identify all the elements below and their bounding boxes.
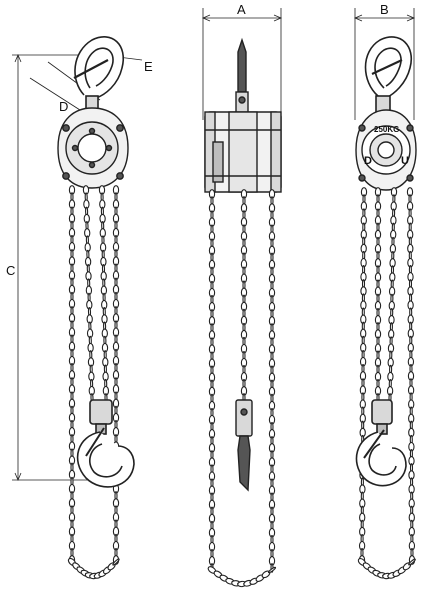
middle-top-hook: [235, 37, 249, 115]
chain-link: [408, 558, 416, 566]
dimension-c-label: C: [6, 263, 15, 278]
right-hoist-body: [355, 109, 417, 191]
middle-hoist-body: [204, 111, 282, 193]
up-mark: U: [401, 155, 409, 167]
middle-lower-hook: [235, 399, 253, 492]
chain-link: [267, 566, 277, 574]
chain-link: [112, 558, 120, 566]
left-chains: [67, 185, 120, 580]
dimension-e-label: E: [144, 59, 153, 74]
down-mark: D: [364, 155, 372, 167]
right-chains: [357, 187, 416, 580]
capacity-mark: 250KG: [374, 125, 399, 134]
middle-view: [204, 37, 282, 588]
dimension-d-label: D: [59, 99, 68, 114]
right-view: 250KG D U: [355, 36, 417, 580]
left-lower-hook: [76, 399, 135, 488]
left-hoist-body: [57, 107, 129, 189]
left-top-hook: [73, 36, 125, 115]
right-top-hook: [364, 36, 413, 115]
middle-chains: [207, 189, 277, 588]
dimension-b-label: B: [380, 2, 389, 17]
dimension-a-label: A: [237, 2, 246, 17]
right-lower-hook: [355, 399, 407, 487]
left-view: [57, 36, 135, 580]
